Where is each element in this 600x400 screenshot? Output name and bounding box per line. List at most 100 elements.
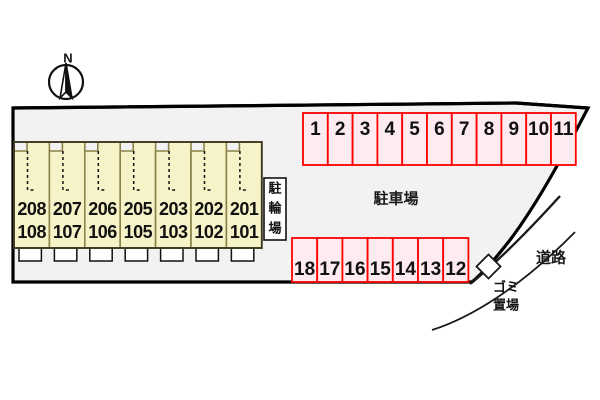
parking-stall-number: 16: [344, 259, 365, 280]
apartment-unit-number-upper: 201: [230, 199, 259, 219]
parking-stall-box[interactable]: [550, 112, 577, 166]
apartment-unit-number-upper: 208: [17, 199, 46, 219]
parking-stall-box[interactable]: [475, 112, 503, 166]
apartment-unit-partition-line: [132, 151, 142, 191]
apartment-unit-partition-line: [203, 151, 212, 191]
garbage-area-marker: [475, 253, 502, 280]
apartment-unit-number-lower: 103: [159, 222, 188, 242]
apartment-unit-partition-line: [26, 151, 35, 191]
parking-stall-number: 11: [553, 119, 574, 140]
parking-stall[interactable]: 18: [291, 237, 319, 283]
parking-stall[interactable]: 13: [417, 237, 445, 283]
parking-stall-number: 17: [319, 259, 340, 280]
apartment-unit-partition-line: [97, 151, 106, 191]
parking-stall[interactable]: 15: [366, 237, 394, 283]
apartment-unit-partition-line: [239, 151, 248, 191]
apartment-unit-number-upper: 203: [159, 199, 188, 219]
apartment-unit-number-upper: 207: [53, 199, 82, 219]
parking-stall-number: 2: [335, 119, 346, 140]
parking-stall[interactable]: 4: [376, 112, 404, 166]
road-near-edge-line: [469, 195, 561, 285]
parking-stall-number: 7: [459, 119, 470, 140]
parking-stall-number: 9: [509, 119, 520, 140]
parking-lot-label: 駐車場: [373, 190, 418, 208]
bicycle-parking-char-1: 駐: [268, 181, 281, 197]
parking-stall[interactable]: 9: [500, 112, 528, 166]
parking-stall-number: 12: [445, 259, 466, 280]
apartment-unit-number-lower: 101: [230, 222, 259, 242]
apartment-unit-number-upper: 202: [194, 199, 223, 219]
apartment-unit-entrance: [89, 247, 113, 262]
apartment-unit-entrance: [195, 247, 220, 262]
road-label: 道路: [536, 249, 567, 267]
apartment-building: 2081082071072061062051052031032021022011…: [13, 141, 263, 262]
apartment-unit-number-lower: 107: [53, 222, 82, 242]
parking-stall-number: 8: [484, 119, 495, 140]
parking-stall[interactable]: 10: [525, 112, 552, 166]
parking-stall[interactable]: 6: [426, 112, 453, 166]
parking-stall-box[interactable]: [376, 112, 404, 166]
parking-stall-box[interactable]: [442, 237, 470, 283]
site-top-edge: [12, 101, 589, 110]
parking-stall[interactable]: 16: [341, 237, 369, 283]
compass-rose: N: [47, 50, 85, 101]
parking-stall-box[interactable]: [391, 237, 419, 283]
apartment-unit-entrance: [230, 247, 255, 262]
parking-stall[interactable]: 7: [450, 112, 478, 166]
apartment-building-outline: [13, 141, 263, 249]
parking-stall-box[interactable]: [326, 112, 354, 166]
compass-north-label: N: [63, 50, 72, 65]
parking-stall-number: 15: [370, 259, 392, 280]
compass-needle-east-half: [65, 62, 74, 101]
garbage-diamond-icon: [475, 253, 502, 280]
parking-stall-number: 18: [294, 259, 315, 280]
parking-stall[interactable]: 11: [550, 112, 577, 166]
parking-stall[interactable]: 1: [302, 112, 329, 166]
parking-stall[interactable]: 5: [401, 112, 428, 166]
garbage-area-label-line1: ゴミ: [493, 280, 519, 296]
apartment-unit-number-lower: 108: [17, 222, 46, 242]
bicycle-parking-area: 駐 輪 場: [263, 177, 287, 241]
apartment-unit-entrance: [18, 247, 43, 262]
bicycle-parking-char-3: 場: [268, 221, 281, 237]
parking-stall[interactable]: 12: [442, 237, 470, 283]
parking-stall-box[interactable]: [366, 237, 394, 283]
apartment-unit-number-lower: 102: [194, 222, 223, 242]
parking-stall-number: 13: [420, 259, 441, 280]
parking-stall[interactable]: 8: [475, 112, 503, 166]
bicycle-parking-char-2: 輪: [268, 201, 282, 217]
apartment-unit-entrance: [53, 247, 78, 262]
apartment-unit-entrance: [124, 247, 149, 262]
parking-stall[interactable]: 14: [391, 237, 419, 283]
apartment-unit-partition-line: [168, 151, 177, 191]
apartment-unit-number-upper: 205: [124, 199, 153, 219]
parking-stall[interactable]: 17: [316, 237, 344, 283]
parking-stall[interactable]: 3: [351, 112, 379, 166]
parking-stall-number: 3: [360, 119, 371, 140]
parking-stall[interactable]: 2: [326, 112, 354, 166]
garbage-area-label: ゴミ 置場: [493, 280, 519, 314]
apartment-unit-entrance: [159, 247, 184, 262]
parking-stall-number: 10: [528, 119, 549, 140]
apartment-unit-partition-line: [62, 151, 71, 191]
parking-stall-number: 6: [434, 119, 445, 140]
parking-stall-number: 1: [310, 119, 321, 140]
road-far-edge-line: [431, 231, 576, 331]
parking-stall-number: 5: [409, 119, 420, 140]
bicycle-parking-box: [263, 177, 287, 241]
parking-stall-box[interactable]: [316, 237, 344, 283]
apartment-unit-number-upper: 206: [88, 199, 117, 219]
apartment-unit-number-lower: 105: [124, 222, 153, 242]
parking-stall-number: 14: [395, 259, 417, 280]
